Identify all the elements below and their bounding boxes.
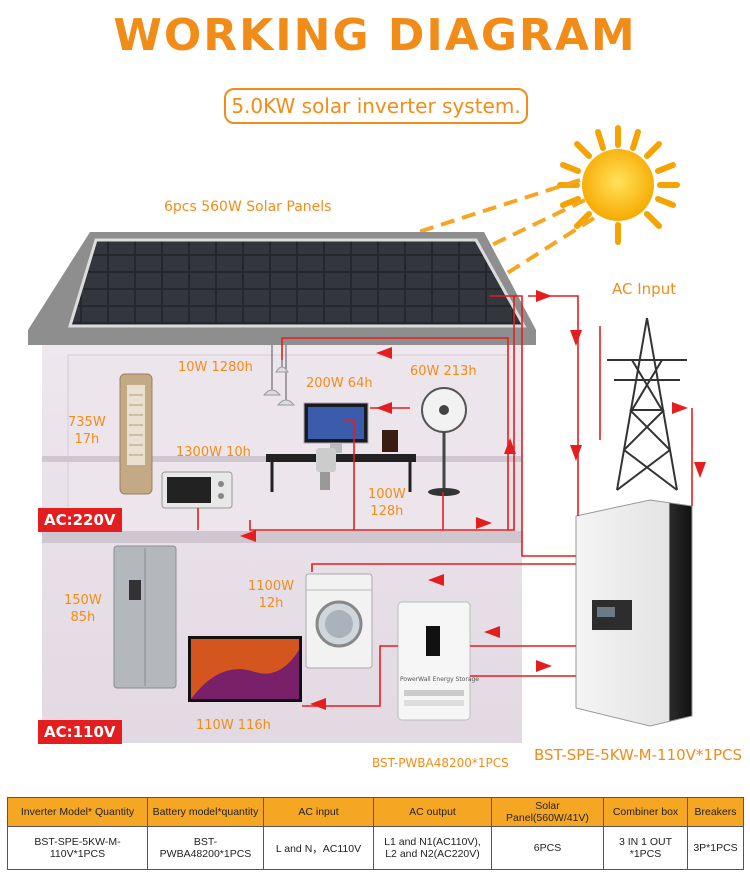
light-usage-label: 10W 1280h [178,360,253,375]
inverter-model-label: BST-SPE-5KW-M-110V*1PCS [534,746,743,764]
computer-desk-icon [266,402,416,492]
washer-usage-label: 1100W 12h [248,579,294,611]
microwave-usage-label: 1300W 10h [176,445,251,460]
flow-arrows [240,290,706,710]
working-diagram [28,125,706,743]
header-ac-output: AC output [373,797,492,827]
page-title: WORKING DIAGRAM [113,10,637,61]
cell-ac-input: L and N，AC110V [263,826,374,870]
ceiling-light-icon [262,345,296,406]
cell-breakers: 3P*1PCS [687,826,744,870]
air-conditioner-usage-label: 735W 17h [68,415,106,447]
ac110-badge: AC:110V [38,720,122,744]
speaker-usage-label: 100W 128h [368,487,406,519]
solar-panels-label: 6pcs 560W Solar Panels [164,199,332,215]
fridge-usage-label: 150W 85h [64,593,102,625]
refrigerator-icon [113,545,177,689]
battery-icon [397,601,471,721]
television-icon [188,636,302,702]
cell-combiner-box: 3 IN 1 OUT *1PCS [603,826,688,870]
header-combiner-box: Combiner box [603,797,688,827]
table-header-row: Inverter Model* Quantity Battery model*q… [7,797,744,827]
washing-machine-icon [305,573,373,669]
header-breakers: Breakers [687,797,744,827]
cell-inverter: BST-SPE-5KW-M-110V*1PCS [7,826,148,870]
ac220-badge: AC:220V [38,508,122,532]
battery-brand-text: PowerWall Energy Storage [400,676,479,683]
cell-battery: BST-PWBA48200*1PCS [147,826,264,870]
header-battery: Battery model*quantity [147,797,264,827]
tv-usage-label: 110W 116h [196,718,271,733]
fan-usage-label: 60W 213h [410,364,477,379]
power-tower-icon [607,317,687,491]
solar-panel-array [67,238,527,328]
sun-icon [557,125,680,245]
computer-usage-label: 200W 64h [306,376,373,391]
cell-solar-panel: 6PCS [491,826,604,870]
battery-model-label: BST-PWBA48200*1PCS [372,756,509,770]
header-inverter: Inverter Model* Quantity [7,797,148,827]
system-subtitle: 5.0KW solar inverter system. [224,88,528,124]
spec-table: Inverter Model* Quantity Battery model*q… [7,797,744,870]
air-conditioner-icon [119,373,153,495]
header-ac-input: AC input [263,797,374,827]
header-solar-panel: Solar Panel(560W/41V) [491,797,604,827]
standing-fan-icon [421,387,467,496]
cell-ac-output: L1 and N1(AC110V), L2 and N2(AC220V) [373,826,492,870]
microwave-icon [161,471,233,509]
table-row: BST-SPE-5KW-M-110V*1PCS BST-PWBA48200*1P… [7,826,744,870]
inverter-icon [575,499,693,727]
ac-input-label: AC Input [612,280,677,298]
